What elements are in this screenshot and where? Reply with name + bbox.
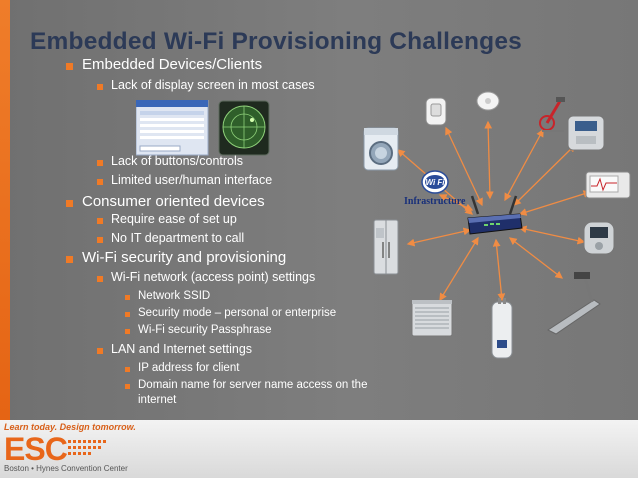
radar-phone-image (218, 100, 270, 156)
bullet-text: Lack of display screen in most cases (111, 78, 315, 92)
wifi-router-icon (467, 195, 523, 235)
bullet-marker (125, 312, 130, 317)
bullet-marker (97, 218, 103, 224)
bullet-text: IP address for client (138, 362, 240, 374)
bullet-marker (97, 348, 103, 354)
bullet-text: Network SSID (138, 290, 211, 302)
washing-machine-icon (363, 127, 399, 171)
bullet-text: Wi-Fi security and provisioning (82, 249, 287, 266)
bullet-marker (97, 179, 103, 185)
bullet-marker (125, 329, 130, 334)
tagline: Learn today. Design tomorrow. (4, 422, 136, 432)
slide-title: Embedded Wi-Fi Provisioning Challenges (30, 28, 522, 55)
bullet-text: Limited user/human interface (111, 173, 273, 187)
refrigerator-icon (373, 219, 399, 275)
infrastructure-label: Infrastructure (404, 196, 466, 207)
bullet-marker (97, 276, 103, 282)
weight-scale-icon (567, 115, 605, 151)
venue-text: Boston • Hynes Convention Center (4, 464, 128, 473)
bullet-text: Require ease of set up (111, 212, 237, 226)
bullet-marker (125, 295, 130, 300)
bullet-text: internet (138, 394, 177, 406)
wifi-logo-text: Wi Fi (425, 178, 445, 187)
glucose-meter-icon (583, 221, 615, 255)
bullet-text: Domain name for server name access on th… (138, 379, 368, 391)
water-heater-icon (491, 298, 513, 359)
app-screenshot-image (136, 100, 209, 156)
smart-plug-icon (425, 97, 447, 126)
bullet-text: Lack of buttons/controls (111, 154, 244, 168)
wifi-network-diagram (397, 120, 592, 302)
bullet-text: Wi-Fi security Passphrase (138, 324, 272, 336)
accent-bar (0, 0, 10, 420)
bullet-text: Security mode – personal or enterprise (138, 307, 337, 319)
esc-logo: ESC (4, 432, 106, 464)
heart-monitor-icon (585, 171, 631, 199)
footer: Learn today. Design tomorrow. ESC Boston… (0, 420, 638, 478)
bullet-marker (97, 160, 103, 166)
bullet-marker (66, 256, 73, 263)
bullet-marker (125, 367, 130, 372)
bullet-text: Embedded Devices/Clients (82, 56, 263, 73)
wifi-logo-icon: Wi Fi (421, 170, 449, 194)
smoke-detector-icon (476, 91, 500, 111)
bullet-text: No IT department to call (111, 231, 245, 245)
bullet-text: Consumer oriented devices (82, 193, 265, 210)
bullet-marker (97, 84, 103, 90)
esc-logo-text: ESC (4, 432, 68, 464)
exercise-bike-icon (539, 97, 565, 132)
bullet-marker (97, 237, 103, 243)
bullet-marker (66, 200, 73, 207)
treadmill-icon (546, 272, 601, 335)
bullet-text: Wi-Fi network (access point) settings (111, 270, 316, 284)
bullet-text: LAN and Internet settings (111, 342, 253, 356)
bullet-marker (66, 63, 73, 70)
air-conditioner-icon (411, 300, 453, 337)
bullet-marker (125, 384, 130, 389)
